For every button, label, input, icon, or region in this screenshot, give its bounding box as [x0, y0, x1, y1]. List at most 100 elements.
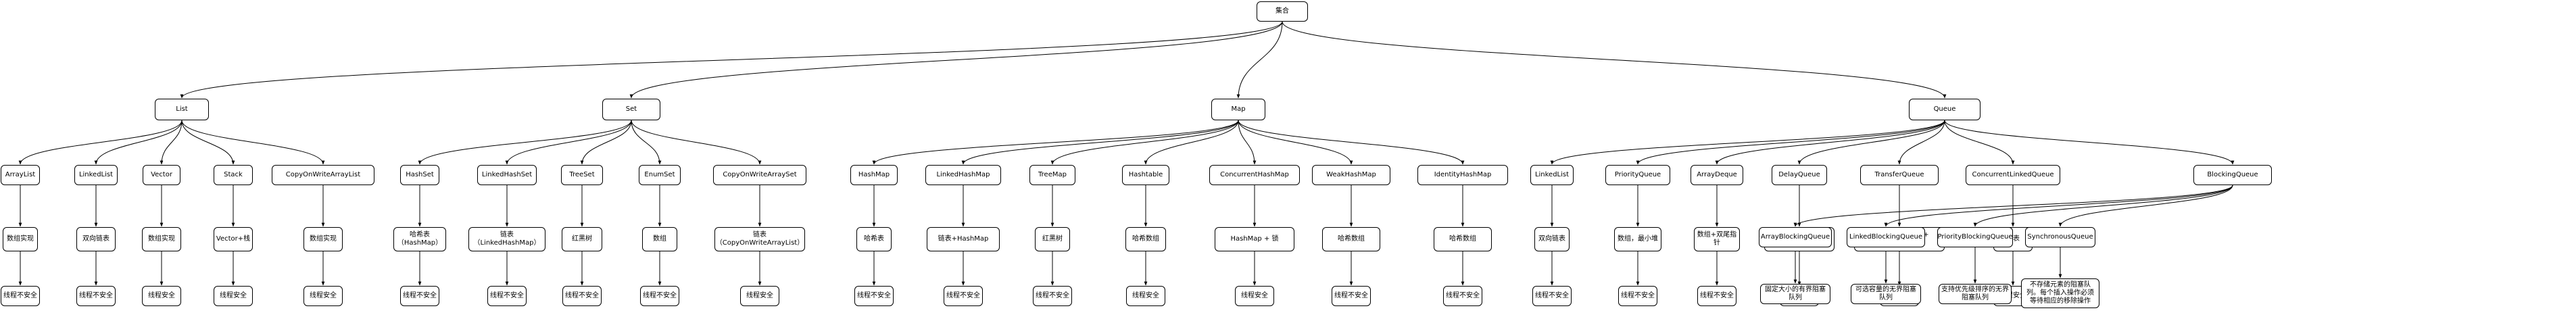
node-queue-priorityqueue: PriorityQueue	[1605, 165, 1670, 185]
impl-map-identityhashmap: 哈希数组	[1434, 227, 1492, 251]
edge-root-to-queue	[1282, 21, 1947, 99]
impl-map-linkedhashmap: 链表+HashMap	[927, 227, 1000, 251]
edge-map-to-hashmap	[872, 120, 1239, 165]
edge-bq-to-synchronousqueue	[2058, 185, 2233, 227]
root-node-collections: 集合	[1257, 1, 1308, 22]
edge-root-to-list	[180, 21, 1283, 99]
impl-map-weakhashmap: 哈希数组	[1322, 227, 1380, 251]
impl-queue-priorityqueue: 数组，最小堆	[1614, 227, 1661, 251]
node-queue-transferqueue: TransferQueue	[1860, 165, 1939, 185]
edge-queue-to-arraydeque	[1715, 120, 1945, 165]
node-map-hashtable: Hashtable	[1122, 165, 1169, 185]
node-map-linkedhashmap: LinkedHashMap	[925, 165, 1001, 185]
desc-bq-synchronousqueue: 不存储元素的阻塞队列。每个插入操作必须等待相应的移除操作	[2021, 278, 2099, 308]
safety-map-weakhashmap: 线程不安全	[1332, 286, 1371, 306]
impl-map-hashmap: 哈希表	[856, 227, 892, 251]
node-list-linkedlist: LinkedList	[74, 165, 118, 185]
node-queue-linkedlist: LinkedList	[1530, 165, 1574, 185]
impl-list-copyonwritearraylist: 数组实现	[303, 227, 343, 251]
desc-bq-arrayblockingqueue: 固定大小的有界阻塞队列	[1760, 284, 1830, 304]
safety-map-treemap: 线程不安全	[1033, 286, 1072, 306]
edge-set-to-hashset	[418, 120, 632, 165]
safety-set-copyonwritearrayset: 线程安全	[740, 286, 779, 306]
edge-queue-to-transferqueue	[1897, 120, 1945, 165]
safety-queue-priorityqueue: 线程不安全	[1618, 286, 1657, 306]
node-bq-linkedblockingqueue: LinkedBlockingQueue	[1847, 227, 1925, 247]
edge-bq-to-priorityblockingqueue	[1973, 185, 2233, 227]
node-map-identityhashmap: IdentityHashMap	[1417, 165, 1508, 185]
edge-list-to-stack	[181, 120, 235, 165]
safety-list-arraylist: 线程不安全	[1, 286, 40, 306]
edge-map-to-treemap	[1050, 120, 1239, 165]
edge-queue-to-priorityqueue	[1636, 120, 1945, 165]
category-set: Set	[602, 99, 660, 120]
impl-set-linkedhashset: 链表 （LinkedHashMap）	[468, 227, 545, 251]
edge-map-to-concurrenthashmap	[1238, 120, 1257, 165]
edge-map-to-identityhashmap	[1238, 120, 1465, 165]
safety-list-stack: 线程安全	[214, 286, 253, 306]
edge-map-to-hashtable	[1144, 120, 1239, 165]
impl-list-arraylist: 数组实现	[3, 227, 38, 251]
impl-set-hashset: 哈希表 （HashMap）	[393, 227, 446, 251]
node-map-hashmap: HashMap	[850, 165, 898, 185]
desc-bq-linkedblockingqueue: 可选容量的无界阻塞队列	[1851, 284, 1921, 304]
edge-queue-to-concurrentlinkedqueue	[1944, 120, 2015, 165]
edge-list-to-arraylist	[18, 120, 183, 165]
node-list-arraylist: ArrayList	[1, 165, 40, 185]
node-map-concurrenthashmap: ConcurrentHashMap	[1209, 165, 1300, 185]
node-queue-delayqueue: DelayQueue	[1772, 165, 1827, 185]
safety-map-concurrenthashmap: 线程安全	[1235, 286, 1274, 306]
edge-bq-to-arrayblockingqueue	[1793, 185, 2233, 227]
safety-map-identityhashmap: 线程不安全	[1443, 286, 1482, 306]
impl-set-copyonwritearrayset: 链表 （CopyOnWriteArrayList）	[714, 227, 805, 251]
edge-list-to-vector	[160, 120, 183, 165]
safety-set-treeset: 线程不安全	[562, 286, 602, 306]
edge-set-to-copyonwritearrayset	[631, 120, 762, 165]
safety-set-hashset: 线程不安全	[400, 286, 439, 306]
impl-list-linkedlist: 双向链表	[76, 227, 116, 251]
node-set-hashset: HashSet	[400, 165, 439, 185]
node-set-enumset: EnumSet	[639, 165, 681, 185]
node-set-copyonwritearrayset: CopyOnWriteArraySet	[713, 165, 806, 185]
node-queue-concurrentlinkedqueue: ConcurrentLinkedQueue	[1966, 165, 2060, 185]
impl-list-vector: 数组实现	[142, 227, 181, 251]
impl-list-stack: Vector+栈	[214, 227, 253, 251]
edge-set-to-enumset	[631, 120, 662, 165]
safety-list-copyonwritearraylist: 线程安全	[303, 286, 343, 306]
node-queue-arraydeque: ArrayDeque	[1691, 165, 1743, 185]
node-bq-priorityblockingqueue: PriorityBlockingQueue	[1937, 227, 2013, 247]
category-queue: Queue	[1909, 99, 1980, 120]
node-list-vector: Vector	[143, 165, 180, 185]
safety-queue-arraydeque: 线程不安全	[1697, 286, 1736, 306]
impl-map-concurrenthashmap: HashMap + 锁	[1215, 227, 1294, 251]
safety-list-linkedlist: 线程不安全	[76, 286, 116, 306]
edge-queue-to-delayqueue	[1797, 120, 1945, 165]
edge-bq-to-linkedblockingqueue	[1884, 185, 2233, 227]
node-map-weakhashmap: WeakHashMap	[1312, 165, 1390, 185]
impl-map-treemap: 红黑树	[1035, 227, 1070, 251]
node-map-treemap: TreeMap	[1029, 165, 1075, 185]
category-map: Map	[1211, 99, 1265, 120]
node-list-stack: Stack	[214, 165, 253, 185]
node-bq-arrayblockingqueue: ArrayBlockingQueue	[1759, 227, 1832, 247]
impl-queue-arraydeque: 数组+双尾指针	[1694, 227, 1740, 251]
impl-map-hashtable: 哈希数组	[1125, 227, 1166, 251]
edge-map-to-weakhashmap	[1238, 120, 1353, 165]
node-set-treeset: TreeSet	[561, 165, 603, 185]
edge-set-to-treeset	[580, 120, 632, 165]
edge-queue-to-blockingqueue	[1944, 120, 2235, 165]
node-bq-synchronousqueue: SynchronousQueue	[2025, 227, 2095, 247]
safety-map-hashmap: 线程不安全	[854, 286, 894, 306]
impl-queue-linkedlist: 双向链表	[1534, 227, 1570, 251]
edge-root-to-set	[629, 21, 1283, 99]
safety-set-linkedhashset: 线程不安全	[487, 286, 527, 306]
edge-set-to-linkedhashset	[505, 120, 632, 165]
edge-list-to-linkedlist	[94, 120, 183, 165]
node-queue-blockingqueue: BlockingQueue	[2193, 165, 2272, 185]
safety-map-linkedhashmap: 线程不安全	[944, 286, 983, 306]
safety-list-vector: 线程安全	[142, 286, 181, 306]
safety-map-hashtable: 线程安全	[1126, 286, 1165, 306]
category-list: List	[155, 99, 209, 120]
safety-queue-linkedlist: 线程不安全	[1532, 286, 1572, 306]
